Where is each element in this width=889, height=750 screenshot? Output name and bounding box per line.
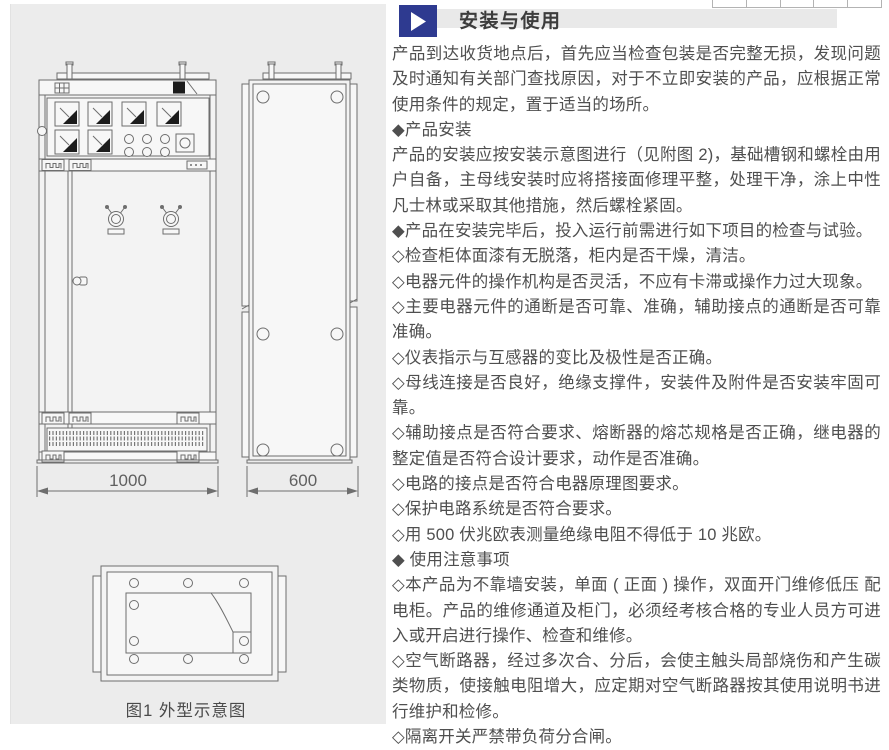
table-cell-fragment <box>813 0 847 7</box>
section-title: 安装与使用 <box>459 11 562 32</box>
figure-panel: 1000 600 图1 外型示意图 <box>10 4 386 724</box>
paragraph: 产品的安装应按安装示意图进行（见附图 2)，基础槽钢和螺栓由用户自备，主母线安装… <box>392 146 881 215</box>
bullet-item: ◇电路的接点是否符合电器原理图要求。 <box>392 475 689 494</box>
bullet-heading: ◆产品在安装完毕后，投入运行前需进行如下项目的检查与试验。 <box>392 222 873 241</box>
table-edge-fragment <box>712 0 882 8</box>
bullet-heading: ◆ 使用注意事项 <box>392 550 510 569</box>
section-header-band <box>399 9 837 28</box>
cabinet-front-view-drawing <box>36 61 219 497</box>
cabinet-side-view-drawing <box>241 61 359 497</box>
bullet-item: ◇用 500 伏兆欧表测量绝缘电阻不得低于 10 兆欧。 <box>392 525 772 544</box>
section-header: 安装与使用 <box>392 0 889 37</box>
bullet-item: ◇空气断路器，经过多次合、分后，会使主触头局部烧伤和产生碳类物质，使接触电阻增大… <box>392 652 881 721</box>
dimension-side-depth <box>246 466 359 497</box>
bullet-item: ◇辅助接点是否符合要求、熔断器的熔芯规格是否正确，继电器的整定值是否符合设计要求… <box>392 424 881 468</box>
table-cell-fragment <box>779 0 814 7</box>
bullet-heading: ◆产品安装 <box>392 120 472 139</box>
play-arrow-icon <box>399 5 437 37</box>
cabinet-bottom-view-drawing <box>92 565 287 682</box>
bullet-item: ◇保护电路系统是否符合要求。 <box>392 500 622 519</box>
bullet-item: ◇母线连接是否良好，绝缘支撑件，安装件及附件是否安装牢固可靠。 <box>392 373 881 418</box>
table-cell-fragment <box>745 0 780 7</box>
bullet-item: ◇隔离开关严禁带负荷分合闸。 <box>392 728 622 747</box>
installation-section: 安装与使用 产品到达收货地点后，首先应当检查包装是否完整无损，发现问题及时通知有… <box>392 0 889 750</box>
table-cell-fragment <box>712 0 746 7</box>
bullet-item: ◇检查柜体面漆有无脱落，柜内是否干燥，清洁。 <box>392 247 756 266</box>
figure-caption: 图1 外型示意图 <box>125 702 247 720</box>
paragraph: 产品到达收货地点后，首先应当检查包装是否完整无损，发现问题及时通知有关部门查找原… <box>392 45 881 114</box>
dimension-label-width: 1000 <box>109 471 147 490</box>
table-cell-fragment <box>847 0 881 7</box>
bullet-item: ◇电器元件的操作机构是否灵活，不应有卡滞或操作力过大现象。 <box>392 272 873 291</box>
bullet-item: ◇主要电器元件的通断是否可靠、准确，辅助接点的通断是否可靠准确。 <box>392 297 881 342</box>
manual-page: { "page": { "accent_color": "#2e3a90", "… <box>10 0 882 747</box>
section-body: 产品到达收货地点后，首先应当检查包装是否完整无损，发现问题及时通知有关部门查找原… <box>392 42 881 750</box>
dimension-label-depth: 600 <box>288 471 318 490</box>
bullet-item: ◇仪表指示与互感器的变比及极性是否正确。 <box>392 348 723 367</box>
bullet-item: ◇本产品为不靠墙安装，单面 ( 正面 ) 操作，双面开门维修低压 配电柜。产品的… <box>392 576 881 645</box>
cabinet-outline-drawing <box>36 61 359 682</box>
dimension-front-width <box>36 466 219 497</box>
